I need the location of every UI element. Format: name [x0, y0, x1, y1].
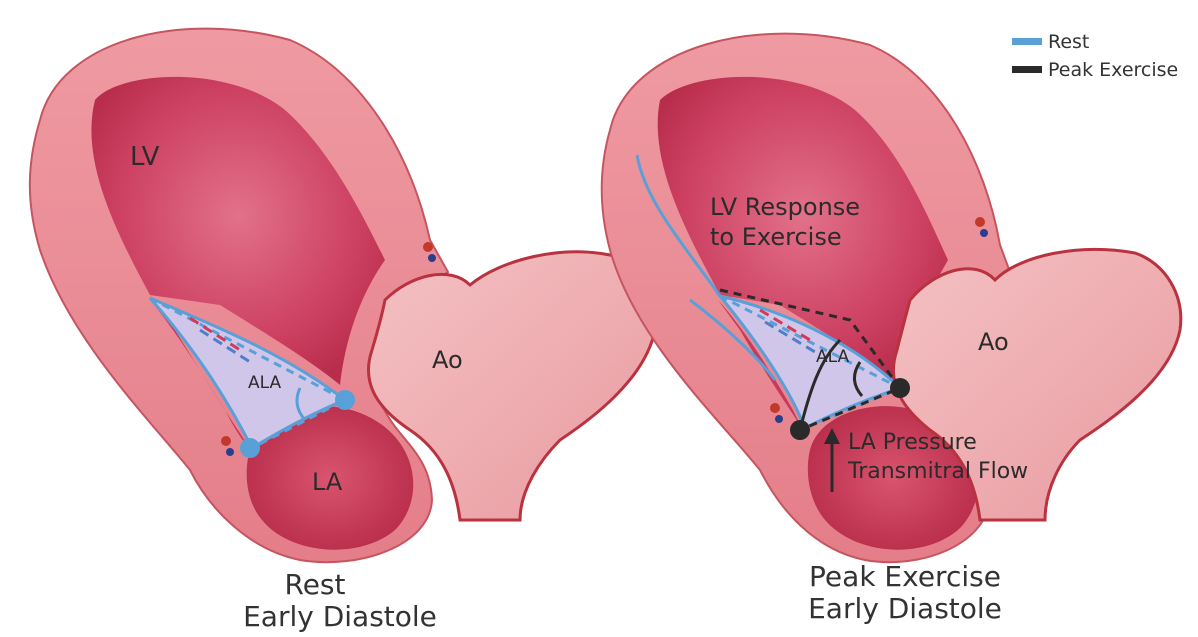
left-caption-line1: Rest — [285, 568, 346, 601]
left-ao-label: Ao — [432, 346, 463, 374]
left-heart-panel: LV Ao LA ALA Rest Early Diastole — [30, 29, 656, 633]
legend: Rest Peak Exercise — [1012, 31, 1178, 81]
left-lv-label: LV — [130, 142, 160, 172]
legend-label-peak-exercise: Peak Exercise — [1048, 59, 1178, 81]
left-caption-line2: Early Diastole — [243, 600, 437, 633]
right-lv-response-line2: to Exercise — [710, 223, 842, 251]
left-posterior-hinge-point — [240, 438, 260, 458]
right-la-pressure-line1: LA Pressure — [848, 430, 977, 455]
right-ala-label: ALA — [816, 347, 849, 367]
legend-swatch-peak-exercise — [1012, 66, 1042, 73]
legend-swatch-rest — [1012, 38, 1042, 45]
right-posterior-hinge-point — [790, 420, 810, 440]
right-caption-line2: Early Diastole — [808, 592, 1002, 625]
right-caption-line1: Peak Exercise — [809, 560, 1001, 593]
legend-label-rest: Rest — [1048, 31, 1089, 53]
right-lv-response-line1: LV Response — [710, 193, 860, 221]
right-ao-label: Ao — [978, 328, 1009, 356]
right-anterior-hinge-point — [890, 378, 910, 398]
right-la-pressure-line2: Transmitral Flow — [847, 459, 1028, 484]
left-ala-label: ALA — [248, 373, 281, 393]
left-la-label: LA — [312, 468, 343, 496]
left-anterior-hinge-point — [335, 390, 355, 410]
right-heart-panel: LV Response to Exercise Ao ALA LA Pressu… — [602, 34, 1181, 625]
